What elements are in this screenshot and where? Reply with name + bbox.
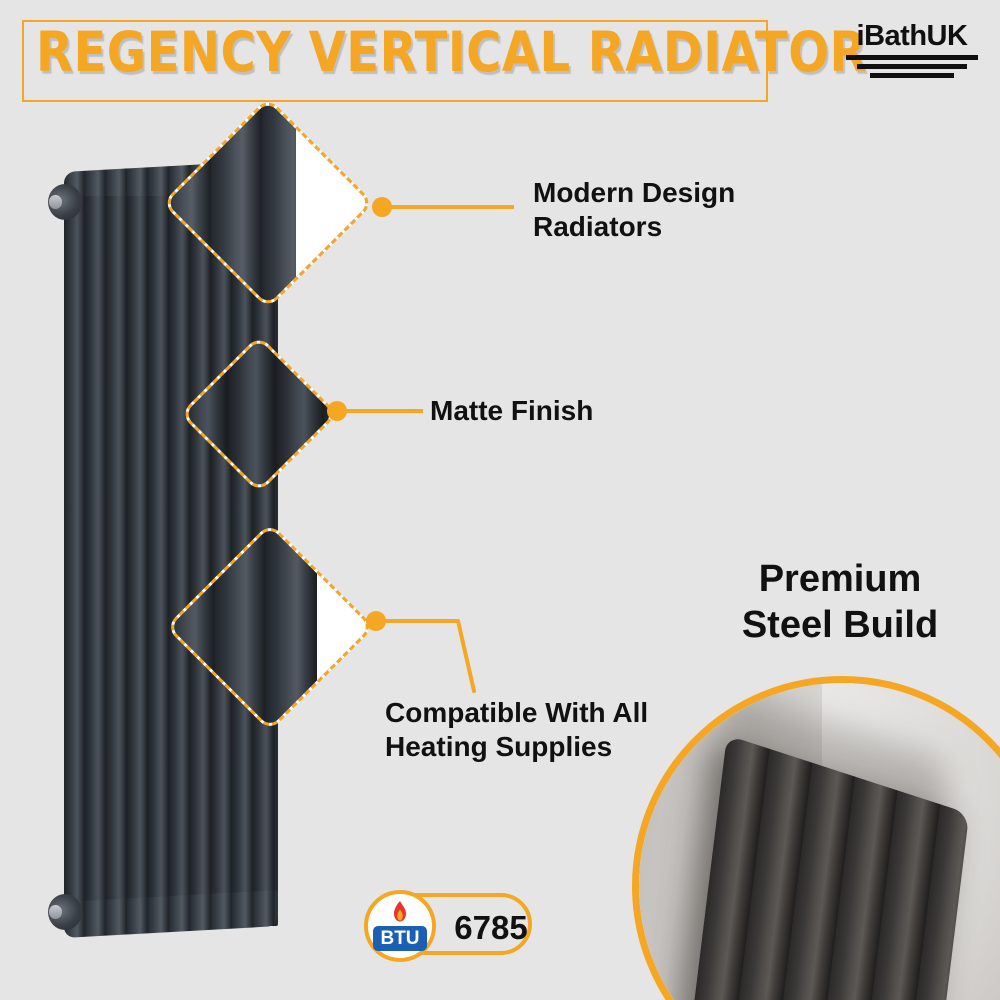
btu-badge: 6785 BTU	[364, 890, 532, 962]
callout-line-compatible-heating	[382, 619, 440, 623]
feature-label-modern-design-line2: Radiators	[533, 211, 663, 243]
logo-rule-top	[846, 55, 978, 60]
highlight-line1: Premium	[758, 558, 922, 600]
callout-dot-modern-design	[372, 197, 392, 217]
brand-logo-text: iBathUK	[856, 20, 968, 52]
radiator-valve-bottom-icon	[48, 894, 82, 930]
logo-rule-middle	[857, 64, 967, 69]
feature-label-compatible-heating-line2: Heating Supplies	[385, 731, 613, 763]
callout-dot-compatible-heating	[366, 611, 386, 631]
feature-label-modern-design-line1: Modern Design	[533, 177, 736, 208]
title-border-box	[22, 20, 768, 102]
page-title: REGENCY VERTICAL RADIATOR	[36, 20, 867, 84]
callout-elbow-compatible-heating	[436, 619, 476, 693]
highlight-premium-steel-build: Premium Steel Build	[690, 556, 990, 649]
callout-line-matte-finish	[343, 409, 423, 413]
highlight-line2: Steel Build	[741, 604, 939, 647]
btu-chip-label: BTU	[373, 926, 427, 951]
feature-label-compatible-heating: Compatible With All Heating Supplies	[385, 696, 705, 764]
feature-label-compatible-heating-line1: Compatible With All	[385, 697, 649, 728]
brand-logo: iBathUK	[846, 20, 978, 78]
btu-icon: BTU	[364, 890, 436, 962]
flame-icon	[394, 901, 406, 922]
feature-label-matte-finish-line1: Matte Finish	[430, 395, 594, 426]
callout-line-modern-design	[388, 205, 514, 209]
feature-label-modern-design: Modern Design Radiators	[533, 176, 833, 244]
btu-value: 6785	[454, 909, 528, 946]
logo-rule-bottom	[870, 73, 954, 78]
circular-product-photo	[632, 676, 1000, 1000]
callout-dot-matte-finish	[327, 401, 347, 421]
radiator-valve-top-icon	[48, 184, 82, 220]
feature-label-matte-finish: Matte Finish	[430, 394, 710, 428]
